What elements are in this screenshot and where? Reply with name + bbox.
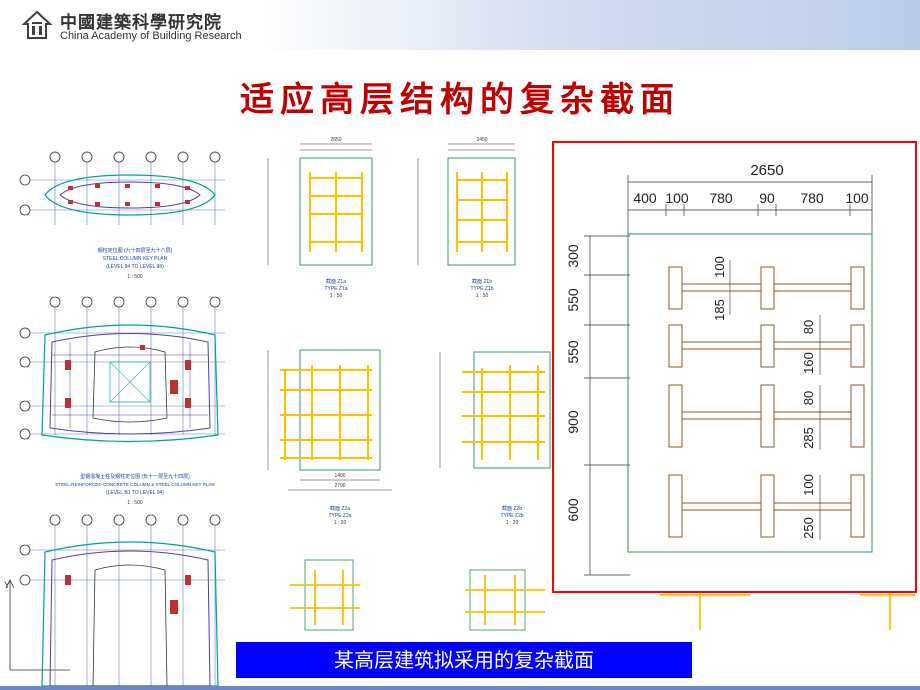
section-z2b-label-cn: 截面 Z2b bbox=[502, 505, 522, 512]
section-z1a-label-cn: 截面 Z1a bbox=[326, 278, 346, 285]
top-dim-0: 400 bbox=[633, 190, 657, 206]
section-z3 bbox=[290, 559, 545, 631]
section-z1b: 2450 截面 Z1b TYPE Z1b 1 : 50 bbox=[417, 137, 516, 299]
inner-dim-3: 160 bbox=[801, 352, 816, 374]
left-dim-3: 900 bbox=[565, 410, 581, 434]
key-plan-1-label-en-2: (LEVEL 94 TO LEVEL 98) bbox=[106, 264, 164, 270]
inner-dim-2: 80 bbox=[801, 320, 816, 334]
section-z2a-scale: 1 : 20 bbox=[334, 520, 347, 526]
left-dim-1: 550 bbox=[565, 288, 581, 312]
top-dim-2: 780 bbox=[709, 190, 733, 206]
section-z1a-scale: 1 : 50 bbox=[330, 293, 343, 299]
key-plan-2-label-en-2: (LEVEL B1 TO LEVEL 94) bbox=[106, 490, 164, 496]
section-z1b-top-dim: 2450 bbox=[476, 137, 487, 143]
section-z1b-label-en: TYPE Z1b bbox=[470, 286, 493, 292]
figure-caption: 某高层建筑拟采用的复杂截面 bbox=[236, 642, 692, 678]
section-z1a: 2650 截面 Z1a TYPE Z1a 1 : 50 bbox=[267, 137, 373, 299]
page-title: 适应高层结构的复杂截面 bbox=[240, 80, 680, 120]
section-z1b-scale: 1 : 50 bbox=[476, 293, 489, 299]
top-dim-5: 100 bbox=[845, 190, 869, 206]
section-z2b: 截面 Z2b TYPE Z2b 1 : 20 bbox=[439, 351, 551, 526]
inner-dim-0: 100 bbox=[712, 256, 727, 278]
section-z2b-label-en: TYPE Z2b bbox=[500, 513, 523, 519]
key-plan-1-label-cn: 钢柱定位图 (九十四层至九十八层) bbox=[98, 247, 173, 254]
key-plan-2-label-cn: 型钢混凝土柱及钢柱定位图 (负十一层至九十四层) bbox=[80, 473, 190, 480]
top-dim-3: 90 bbox=[759, 190, 775, 206]
top-dim-1: 100 bbox=[665, 190, 689, 206]
key-plan-1: 钢柱定位图 (九十四层至九十八层) STEEL COLUMN KEY PLAN … bbox=[19, 151, 225, 280]
left-dim-0: 300 bbox=[565, 244, 581, 268]
key-plan-3: Y bbox=[4, 514, 225, 686]
org-name-cn: 中國建築科學研究院 bbox=[60, 13, 222, 33]
overall-width-dim: 2650 bbox=[750, 162, 783, 179]
inner-dim-5: 285 bbox=[801, 427, 816, 449]
svg-text:Y: Y bbox=[4, 580, 10, 590]
inner-dim-4: 80 bbox=[801, 391, 816, 405]
footer-line bbox=[0, 686, 920, 690]
section-z2a-label-en: TYPE Z2a bbox=[328, 513, 351, 519]
section-z1b-label-cn: 截面 Z1b bbox=[472, 278, 492, 285]
header-band bbox=[0, 0, 920, 50]
section-z1a-label-en: TYPE Z1a bbox=[324, 286, 347, 292]
section-z1a-top-dim: 2650 bbox=[330, 137, 341, 143]
highlighted-section-detail: 2650 400 100 780 90 780 100 300 550 550 … bbox=[552, 141, 917, 593]
cabr-logo-icon bbox=[22, 10, 52, 39]
inner-dim-6: 100 bbox=[801, 474, 816, 496]
section-z2b-scale: 1 : 20 bbox=[506, 520, 519, 526]
key-plan-2: 型钢混凝土柱及钢柱定位图 (负十一层至九十四层) STEEL-REINFORCE… bbox=[19, 296, 225, 506]
section-z2a-bottom-dim-2: 2700 bbox=[334, 483, 345, 489]
section-z2a: 1400 2700 截面 Z2a TYPE Z2a 1 : 20 bbox=[267, 349, 392, 526]
left-dim-4: 600 bbox=[565, 498, 581, 522]
top-dim-4: 780 bbox=[800, 190, 824, 206]
org-name-en: China Academy of Building Research bbox=[60, 30, 242, 42]
key-plan-1-scale: 1 : 500 bbox=[127, 274, 143, 280]
inner-dim-1: 185 bbox=[712, 299, 727, 321]
section-z2a-bottom-dim-1: 1400 bbox=[334, 473, 345, 479]
section-z2a-label-cn: 截面 Z2a bbox=[330, 505, 350, 512]
key-plan-2-label-en-1: STEEL-REINFORCED CONCRETE COLUMN & STEEL… bbox=[55, 482, 215, 487]
key-plan-2-scale: 1 : 500 bbox=[127, 500, 143, 506]
left-dim-2: 550 bbox=[565, 340, 581, 364]
key-plan-1-label-en-1: STEEL COLUMN KEY PLAN bbox=[103, 256, 168, 262]
cad-drawings: 钢柱定位图 (九十四层至九十八层) STEEL COLUMN KEY PLAN … bbox=[4, 137, 917, 686]
inner-dim-7: 250 bbox=[801, 517, 816, 539]
